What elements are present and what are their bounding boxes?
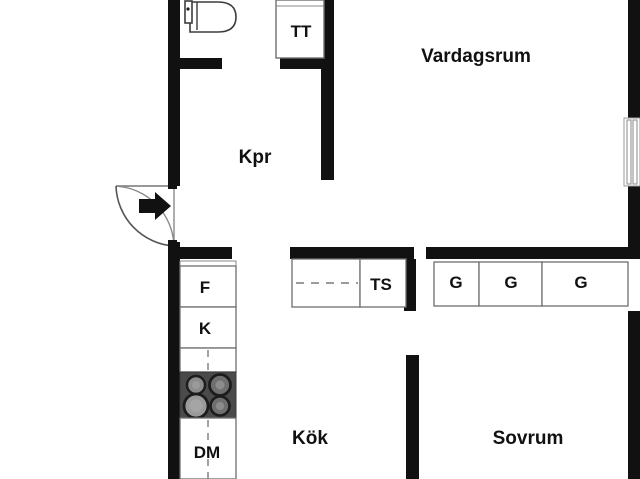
wall-right-lower bbox=[628, 186, 640, 248]
wall-ts-divider bbox=[404, 259, 416, 311]
unit-label-dm: DM bbox=[194, 443, 220, 462]
wardrobe-box-1 bbox=[433, 261, 480, 307]
wall-kitchen-top bbox=[290, 247, 414, 259]
room-label-kpr: Kpr bbox=[239, 147, 272, 168]
room-label-kok: Kök bbox=[292, 428, 328, 449]
toilet-icon bbox=[184, 0, 237, 33]
wall-left-lower bbox=[168, 242, 180, 479]
washer-dryer-box bbox=[275, 0, 325, 59]
wall-left-upper bbox=[168, 0, 180, 186]
kitchen-counter-run bbox=[291, 258, 407, 308]
wall-kok-sovrum bbox=[406, 355, 419, 479]
wall-right-upper bbox=[628, 0, 640, 122]
stove-cooktop-icon bbox=[179, 371, 237, 420]
unit-label-g2: G bbox=[504, 273, 517, 292]
unit-label-ts: TS bbox=[370, 275, 392, 294]
wall-tt-bottom bbox=[280, 58, 328, 69]
room-label-sovrum: Sovrum bbox=[493, 428, 564, 449]
unit-label-tt: TT bbox=[291, 22, 312, 41]
label-group: Vardagsrum Kpr Kök Sovrum TT F K DM TS G… bbox=[194, 22, 588, 462]
kitchen-cabinet-column bbox=[179, 260, 237, 479]
entrance-direction-arrow bbox=[139, 192, 171, 220]
wardrobe-run bbox=[433, 261, 629, 307]
wall-cabinet-top bbox=[180, 247, 232, 259]
room-label-vardagsrum: Vardagsrum bbox=[421, 46, 531, 67]
unit-label-g3: G bbox=[574, 273, 587, 292]
wardrobe-box-3 bbox=[541, 261, 629, 307]
unit-label-g1: G bbox=[449, 273, 462, 292]
wardrobe-box-2 bbox=[478, 261, 543, 307]
unit-label-f: F bbox=[200, 278, 210, 297]
wall-wc-bottom bbox=[180, 58, 222, 69]
unit-label-k: K bbox=[199, 319, 212, 338]
sink-unit-box bbox=[359, 258, 407, 308]
window-right-wall-icon bbox=[623, 117, 640, 187]
wall-wardrobe-top bbox=[426, 247, 640, 259]
entrance-door[interactable] bbox=[115, 180, 177, 249]
wall-right-bottom bbox=[628, 311, 640, 479]
